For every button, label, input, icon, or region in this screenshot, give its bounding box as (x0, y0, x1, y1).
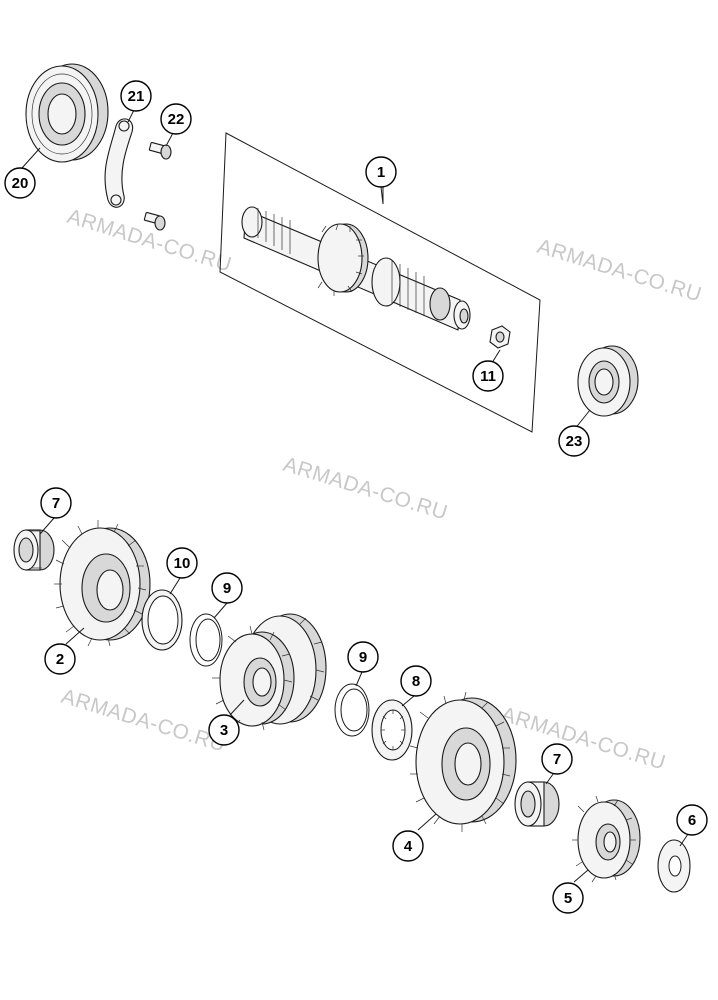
callout-7b: 7 (541, 743, 573, 775)
callout-21: 21 (120, 80, 152, 112)
washer-6 (657, 839, 691, 893)
bearing-20 (25, 63, 109, 163)
callout-22: 22 (160, 103, 192, 135)
washer-10 (141, 589, 183, 651)
gear-4 (409, 691, 517, 832)
callout-11: 11 (472, 360, 504, 392)
svg-text:7: 7 (52, 495, 60, 512)
callout-23: 23 (558, 425, 590, 457)
callout-3: 3 (208, 714, 240, 746)
svg-text:7: 7 (553, 751, 561, 768)
svg-text:6: 6 (688, 812, 696, 829)
callout-1: 1 (365, 156, 397, 188)
nut-11 (489, 325, 511, 349)
svg-text:4: 4 (404, 838, 413, 855)
screws-22 (143, 141, 172, 231)
watermark: ARMADA-CO.RU (499, 703, 669, 775)
svg-text:3: 3 (220, 722, 228, 739)
gear-2 (54, 520, 151, 647)
callout-10: 10 (166, 547, 198, 579)
svg-text:9: 9 (359, 649, 367, 666)
callout-20: 20 (4, 167, 36, 199)
callout-6: 6 (676, 804, 708, 836)
svg-text:5: 5 (564, 890, 572, 907)
gear-5 (572, 795, 641, 883)
gear-3 (212, 613, 327, 731)
callout-leaders (21, 107, 689, 883)
watermark: ARMADA-CO.RU (281, 453, 451, 525)
svg-text:1: 1 (377, 164, 385, 181)
callout-5: 5 (552, 882, 584, 914)
svg-text:20: 20 (12, 175, 29, 192)
svg-text:11: 11 (480, 368, 496, 385)
callout-9a: 9 (211, 572, 243, 604)
callout-4: 4 (392, 830, 424, 862)
svg-text:22: 22 (168, 111, 185, 128)
needle-bearing-7b (514, 781, 560, 827)
callout-2: 2 (44, 643, 76, 675)
svg-text:9: 9 (223, 580, 231, 597)
circlip-9a (189, 613, 223, 667)
circlip-9b (334, 683, 370, 737)
svg-text:10: 10 (174, 555, 191, 572)
watermark: ARMADA-CO.RU (535, 235, 705, 307)
retainer-plate-21 (104, 118, 134, 208)
callout-9b: 9 (347, 641, 379, 673)
svg-text:23: 23 (566, 433, 583, 450)
svg-text:8: 8 (412, 673, 420, 690)
bearing-23 (577, 345, 639, 417)
watermark: ARMADA-CO.RU (59, 685, 229, 757)
callout-7a: 7 (40, 487, 72, 519)
callout-8: 8 (400, 665, 432, 697)
svg-text:21: 21 (128, 88, 145, 105)
main-shaft-assembly (219, 132, 541, 433)
callouts: 1 2 3 4 5 6 7 7 (4, 80, 708, 914)
splined-washer-8 (371, 699, 413, 761)
svg-text:2: 2 (56, 651, 64, 668)
needle-bearing-7a (13, 529, 55, 571)
